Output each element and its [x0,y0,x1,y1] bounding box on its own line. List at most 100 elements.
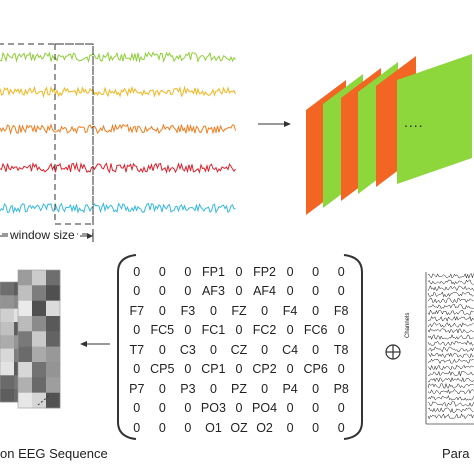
channel-trace [427,407,474,414]
matrix-cell: 0 [312,264,320,279]
matrix-cell: AF4 [253,284,277,299]
channels-axis-label: Channels [405,312,411,338]
multichannel-traces [427,272,474,420]
gray-cell [0,388,15,403]
matrix-right-bracket [343,254,363,440]
eeg-trace [0,51,236,64]
channel-trace [427,303,474,310]
matrix-cell: 0 [209,342,217,357]
matrix-cell: 0 [286,420,294,435]
channel-trace [427,358,474,365]
matrix-cell: 0 [184,264,192,279]
matrix-cell: 0 [235,362,243,377]
matrix-cell: 0 [184,284,192,299]
gray-cell [18,362,33,378]
channel-trace [428,376,474,383]
sliding-window-outer [0,43,94,235]
eeg-trace [0,122,236,136]
gray-cell [0,308,15,323]
matrix-cell: 0 [337,264,345,279]
matrix-cell: 0 [209,381,217,396]
matrix-cell: P3 [180,381,196,396]
matrix-cell: 0 [235,323,243,338]
gray-cell [18,300,33,317]
channel-trace [427,413,474,420]
gray-cell [46,285,61,301]
matrix-cell: 0 [312,420,320,435]
matrix-cell: 0 [312,284,320,299]
matrix-cell: O2 [256,420,273,435]
matrix-cell: 0 [286,264,294,279]
frames-ellipsis: .... [404,114,424,130]
matrix-cell: 0 [158,284,166,299]
gray-cell [18,316,33,332]
gray-cell [32,270,47,286]
gray-cell [32,285,47,301]
matrix-cell: 0 [133,284,141,299]
matrix-cell: AF3 [201,284,225,299]
channel-trace [427,309,474,316]
matrix-cell: F4 [282,303,298,318]
gray-cell [46,377,61,393]
sliding-window-overlap [54,43,94,225]
channel-trace [427,364,474,371]
gray-cell [0,335,15,349]
gray-cell [32,362,47,378]
matrix-cell: T7 [129,342,145,357]
sequence-continuation-dots [37,394,51,406]
matrix-cell: P7 [129,381,145,396]
gray-cell [46,270,61,286]
matrix-cell: 0 [158,342,166,357]
window-size-arrowhead [87,233,93,239]
channel-trace [427,279,474,286]
channel-trace [427,285,474,292]
gray-cell [18,285,33,301]
matrix-cell: 0 [261,342,269,357]
eeg-trace [0,202,236,215]
matrix-cell: 0 [158,381,166,396]
gray-cell [32,331,47,347]
frame-stack [306,54,472,215]
matrix-cell: 0 [158,264,166,279]
matrix-cell: 0 [158,303,166,318]
gray-cell [32,377,47,393]
right-caption: Para [442,446,470,461]
matrix-cell: 0 [184,401,192,416]
matrix-cell: 0 [286,284,294,299]
matrix-cell: 0 [312,303,320,318]
gray-cell [46,300,61,317]
gray-cell [46,362,61,378]
eeg-trace [0,85,236,99]
matrix-cell: FZ [231,303,247,318]
channel-trace [427,395,474,401]
matrix-cell: 0 [261,381,269,396]
matrix-cell: FC2 [252,323,277,338]
matrix-cell: 0 [337,362,345,377]
channel-trace [427,297,474,304]
matrix-cell: 0 [337,284,345,299]
matrix-left-bracket [117,254,137,440]
arrow-to-frames-head [284,121,291,127]
matrix-cell: 0 [184,362,192,377]
matrix-cell: FP2 [253,264,277,279]
eeg-traces [0,51,236,215]
matrix-cell: FC5 [150,323,175,338]
channel-trace [427,346,474,353]
matrix-cell: P8 [333,381,349,396]
matrix-cell: 0 [286,362,294,377]
gray-cell [18,270,33,286]
gray-cell [0,348,15,363]
matrix-cell: 0 [133,401,141,416]
gray-frame-border [17,269,61,409]
matrix-cell: 0 [133,323,141,338]
gray-cell [46,346,61,363]
matrix-cell: 0 [286,401,294,416]
matrix-cell: T8 [333,342,349,357]
gray-cell [32,316,47,332]
matrix-cell: 0 [337,323,345,338]
gray-cell [0,295,15,309]
channel-trace [427,401,474,407]
matrix-cell: PO4 [252,401,278,416]
